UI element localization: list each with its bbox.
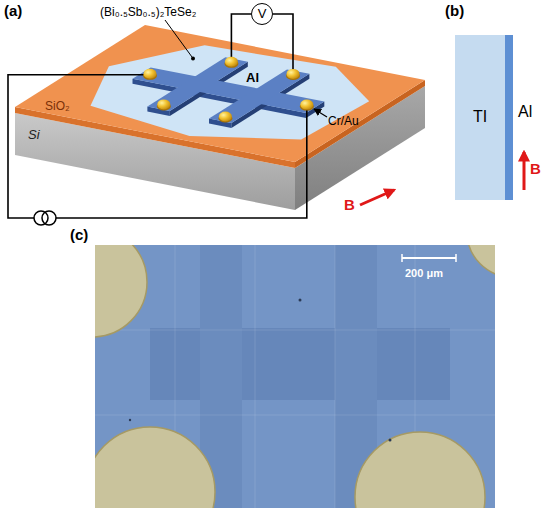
scale-bar-label: 200 μm (405, 267, 443, 279)
node-label: V (258, 7, 267, 22)
sio2-top-face (15, 25, 425, 162)
panel-letter: (a) (4, 2, 22, 19)
node-label: TI (473, 108, 487, 126)
material-label: Al (246, 68, 259, 86)
panel-letter: (b) (445, 2, 464, 20)
material-label: (Bi₀.₅Sb₀.₅)₂TeSe₂ (100, 5, 196, 19)
leader-arrow (314, 109, 327, 117)
field-label: B (530, 160, 541, 178)
cr-au-pads (143, 57, 314, 123)
voltmeter-circle: V (251, 3, 273, 25)
leader-dot (191, 57, 195, 61)
field-label: B (344, 196, 355, 213)
material-label: (Bi₀.₅Sb₀.₅)₂TeSe₂ (100, 2, 196, 20)
al-layer: Al (505, 35, 513, 200)
voltage-wire (231, 14, 251, 63)
voltage-wire (273, 14, 293, 75)
layer-label: Si (28, 125, 40, 143)
scale-bar (402, 254, 456, 262)
panel-letter: (a) (4, 2, 22, 20)
field-arrow (360, 190, 394, 205)
field-label: B (530, 160, 541, 177)
panel-letter: (c) (70, 226, 88, 243)
hallbar-top (209, 69, 309, 123)
field-arrow (523, 152, 526, 190)
layer-label: SiO₂ (45, 96, 70, 114)
ti-film (91, 45, 370, 139)
layer-label: SiO₂ (45, 99, 70, 113)
micrograph (95, 245, 495, 508)
layer-label: Si (28, 127, 40, 142)
node-label: Al (518, 103, 532, 121)
current-source (42, 211, 56, 225)
hallbar-top (133, 67, 325, 113)
hallbar-top (147, 57, 247, 111)
contact-label: Cr/Au (328, 111, 359, 129)
leader-line (165, 20, 192, 57)
field-label: B (344, 196, 355, 214)
material-label: Al (246, 70, 259, 85)
contact-label: Cr/Au (328, 114, 359, 128)
panel-letter: (c) (70, 226, 88, 244)
current-wire (8, 75, 150, 218)
ti-layer: TI (455, 35, 505, 200)
current-wire (56, 106, 307, 218)
panel-letter: (b) (445, 2, 464, 19)
scale-bar-label: 200 μm (405, 263, 443, 281)
current-source (34, 211, 48, 225)
